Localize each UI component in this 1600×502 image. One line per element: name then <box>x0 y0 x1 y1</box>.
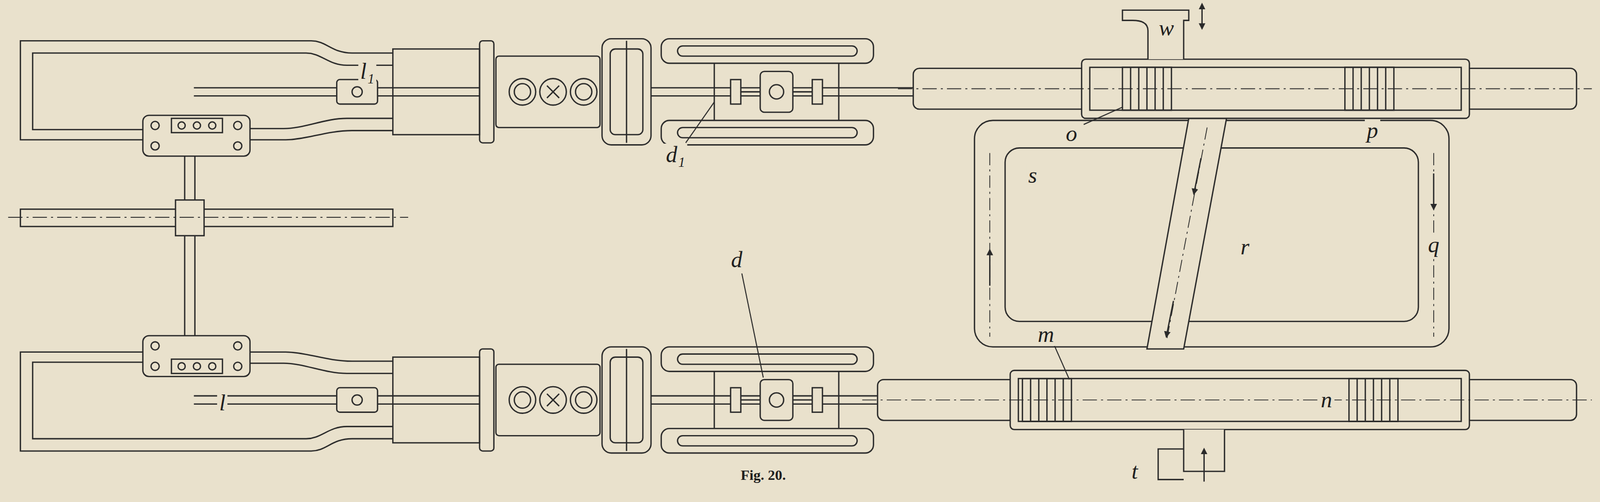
callout-letter: q <box>1426 233 1442 257</box>
callout-letter: p <box>1364 119 1381 143</box>
figure-caption: Fig. 20. <box>738 466 788 484</box>
callout-letter: o <box>1063 122 1080 146</box>
callout-letter: t <box>1129 460 1140 483</box>
callout-letter: w <box>1156 16 1176 40</box>
pipe-frame <box>974 118 1450 349</box>
lower-drive <box>20 335 919 453</box>
callout-letter: d₁ <box>663 143 688 167</box>
upper-drive <box>20 38 919 156</box>
callout-letter: m <box>1035 323 1057 346</box>
lower-cylinder <box>862 370 1592 482</box>
flywheel-and-shaft <box>8 152 409 347</box>
leader-lines <box>685 101 1123 380</box>
callout-letter: r <box>1238 235 1252 259</box>
callout-letter: s <box>1026 164 1040 187</box>
callout-letter: l₁ <box>358 60 377 83</box>
callout-letter: n <box>1319 388 1335 412</box>
callout-letter: d <box>729 248 745 272</box>
callout-letter: l <box>217 391 228 415</box>
upper-cylinder <box>898 4 1592 119</box>
